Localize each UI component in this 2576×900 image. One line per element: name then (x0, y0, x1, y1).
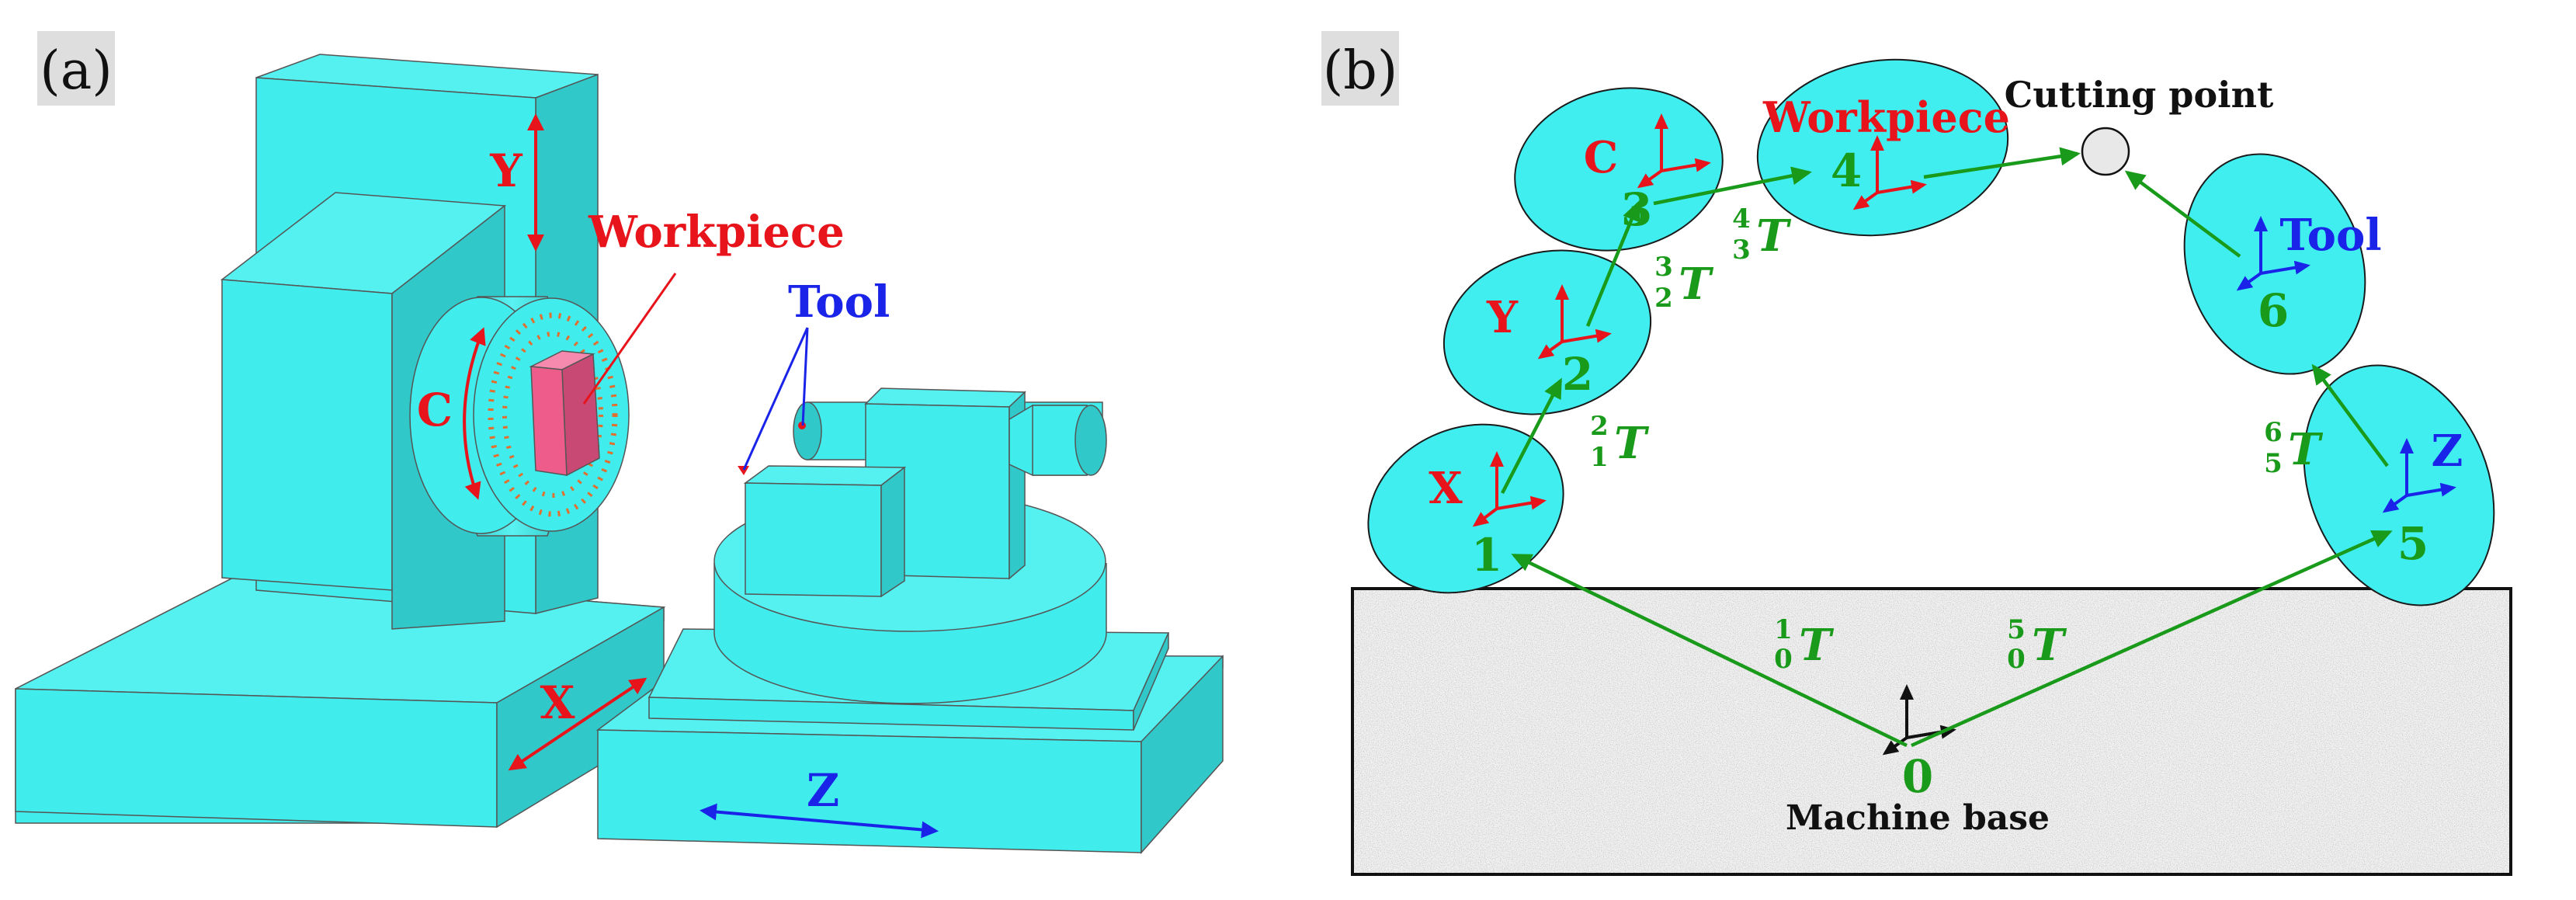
svg-text:0: 0 (1774, 644, 1793, 675)
frame-tool (2236, 216, 2310, 291)
arrow-6-to-cut (2124, 170, 2241, 258)
tool-leader-1 (742, 327, 809, 471)
axis-x-arrow (508, 677, 647, 771)
svg-text:T: T (1756, 210, 1792, 262)
node-number-4: 4 (1831, 144, 1862, 197)
arrow-1-to-2 (1501, 377, 1562, 495)
transform-label-0-5: 5 0 T (2007, 614, 2067, 675)
machine-base-label: Machine base (1786, 798, 2050, 838)
panel-b-kinematic-chain: (b) Cutting point (1321, 31, 2512, 876)
node-number-1: 1 (1471, 529, 1502, 582)
body-ellipse-y (1442, 249, 1652, 415)
arrow-0-to-5 (1911, 530, 2393, 748)
svg-text:T: T (1614, 418, 1650, 469)
body-ellipse-z (2303, 364, 2495, 606)
frame-x (1472, 451, 1547, 527)
transform-arrows (1501, 147, 2393, 748)
svg-text:T: T (1799, 620, 1835, 671)
svg-text:5: 5 (2264, 448, 2283, 479)
node-axis-label-workpiece: Workpiece (1762, 92, 2010, 142)
svg-text:2: 2 (1654, 283, 1673, 314)
svg-text:4: 4 (1732, 203, 1751, 235)
panel-a-machine-model: (a) (15, 31, 1224, 854)
svg-text:T: T (2288, 424, 2324, 475)
body-ellipse-c (1514, 87, 1724, 252)
axis-c-arrow (463, 327, 486, 500)
axis-y-label: Y (489, 144, 522, 197)
workpiece-block (529, 350, 600, 477)
node-axis-label-z: Z (2432, 426, 2463, 477)
svg-text:6: 6 (2264, 417, 2283, 448)
transform-label-3-4: 4 3 T (1732, 203, 1792, 266)
node-number-6: 6 (2258, 284, 2289, 337)
svg-text:0: 0 (2007, 644, 2026, 675)
arrow-3-to-4 (1653, 166, 1812, 206)
workpiece-label: Workpiece (588, 207, 845, 258)
spindle-assembly (738, 387, 1107, 598)
tool-leader-2 (801, 327, 809, 426)
node-axis-label-tool: Tool (2279, 210, 2381, 261)
svg-text:5: 5 (2007, 614, 2026, 645)
axis-z-label: Z (807, 764, 839, 817)
body-ellipse-tool (2183, 153, 2366, 375)
svg-text:1: 1 (1774, 614, 1793, 645)
arrow-0-to-1 (1511, 553, 1908, 748)
arrow-5-to-6 (2311, 363, 2389, 467)
axis-z-arrow (700, 803, 939, 839)
node-axis-label-x: X (1429, 463, 1463, 514)
transform-label-2-3: 3 2 T (1654, 252, 1714, 314)
cutting-point-label: Cutting point (2005, 74, 2274, 116)
node-number-0: 0 (1902, 750, 1933, 803)
transform-label-5-6: 6 5 T (2264, 417, 2324, 479)
tool-label: Tool (788, 276, 890, 328)
axis-x-label: X (540, 676, 575, 729)
svg-text:T: T (1679, 259, 1714, 310)
svg-text:T: T (2032, 620, 2067, 671)
panel-a-label: (a) (40, 40, 113, 102)
frame-c (1637, 113, 1711, 189)
cutting-point-marker (2081, 127, 2130, 176)
node-axis-label-c: C (1584, 132, 1619, 183)
axis-c-label: C (417, 384, 453, 436)
left-base (15, 572, 666, 829)
svg-text:2: 2 (1590, 411, 1609, 442)
svg-text:3: 3 (1732, 235, 1751, 266)
node-number-2: 2 (1562, 348, 1593, 401)
panel-b-label-bg (1321, 31, 1399, 106)
svg-text:3: 3 (1654, 252, 1673, 283)
machine-base-texture (1354, 590, 2509, 873)
transform-label-1-2: 2 1 T (1590, 411, 1650, 473)
arrow-4-to-cut (1923, 147, 2081, 179)
panel-b-label: (b) (1323, 40, 1398, 102)
svg-text:1: 1 (1590, 442, 1609, 473)
workpiece-leader (582, 273, 677, 405)
transform-label-0-1: 1 0 T (1774, 614, 1835, 675)
frame-workpiece (1852, 135, 1927, 210)
frame-z (2382, 438, 2456, 513)
arrow-2-to-3 (1585, 200, 1640, 327)
frame-y (1537, 284, 1612, 360)
node-axis-label-y: Y (1486, 292, 1519, 343)
panel-a-label-bg (37, 31, 115, 106)
node-number-5: 5 (2397, 517, 2428, 570)
